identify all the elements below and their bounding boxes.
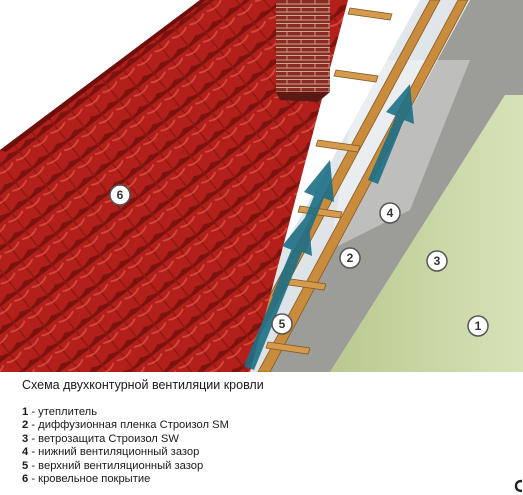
- marker-2: 2: [340, 248, 360, 268]
- marker-1-label: 1: [475, 319, 482, 333]
- legend-text: - верхний вентиляционный зазор: [28, 460, 203, 472]
- chimney: [276, 0, 330, 92]
- marker-5: 5: [272, 314, 292, 334]
- legend: 1 - утеплитель 2 - диффузионная пленка С…: [22, 406, 229, 486]
- marker-3: 3: [427, 251, 447, 271]
- legend-text: - утеплитель: [28, 406, 97, 418]
- legend-item: 3 - ветрозащита Строизол SW: [22, 433, 229, 446]
- legend-item: 5 - верхний вентиляционный зазор: [22, 460, 229, 473]
- legend-text: - ветрозащита Строизол SW: [28, 433, 179, 445]
- legend-item: 2 - диффузионная пленка Строизол SM: [22, 419, 229, 432]
- marker-1: 1: [468, 316, 488, 336]
- diagram-title: Схема двухконтурной вентиляции кровли: [22, 378, 264, 392]
- legend-item: 6 - кровельное покрытие: [22, 473, 229, 486]
- marker-6: 6: [110, 185, 130, 205]
- marker-6-label: 6: [117, 188, 124, 202]
- legend-item: 1 - утеплитель: [22, 406, 229, 419]
- legend-text: - диффузионная пленка Строизол SM: [28, 419, 229, 431]
- marker-4-label: 4: [387, 206, 394, 220]
- marker-3-label: 3: [434, 254, 441, 268]
- legend-text: - кровельное покрытие: [28, 473, 150, 485]
- marker-2-label: 2: [347, 251, 354, 265]
- marker-5-label: 5: [279, 317, 286, 331]
- corner-watermark: [514, 479, 523, 495]
- roof-diagram: 1 2 3 4 5 6: [0, 0, 523, 372]
- legend-item: 4 - нижний вентиляционный зазор: [22, 446, 229, 459]
- roof-illustration: 1 2 3 4 5 6: [0, 0, 523, 372]
- marker-4: 4: [380, 203, 400, 223]
- legend-text: - нижний вентиляционный зазор: [28, 446, 199, 458]
